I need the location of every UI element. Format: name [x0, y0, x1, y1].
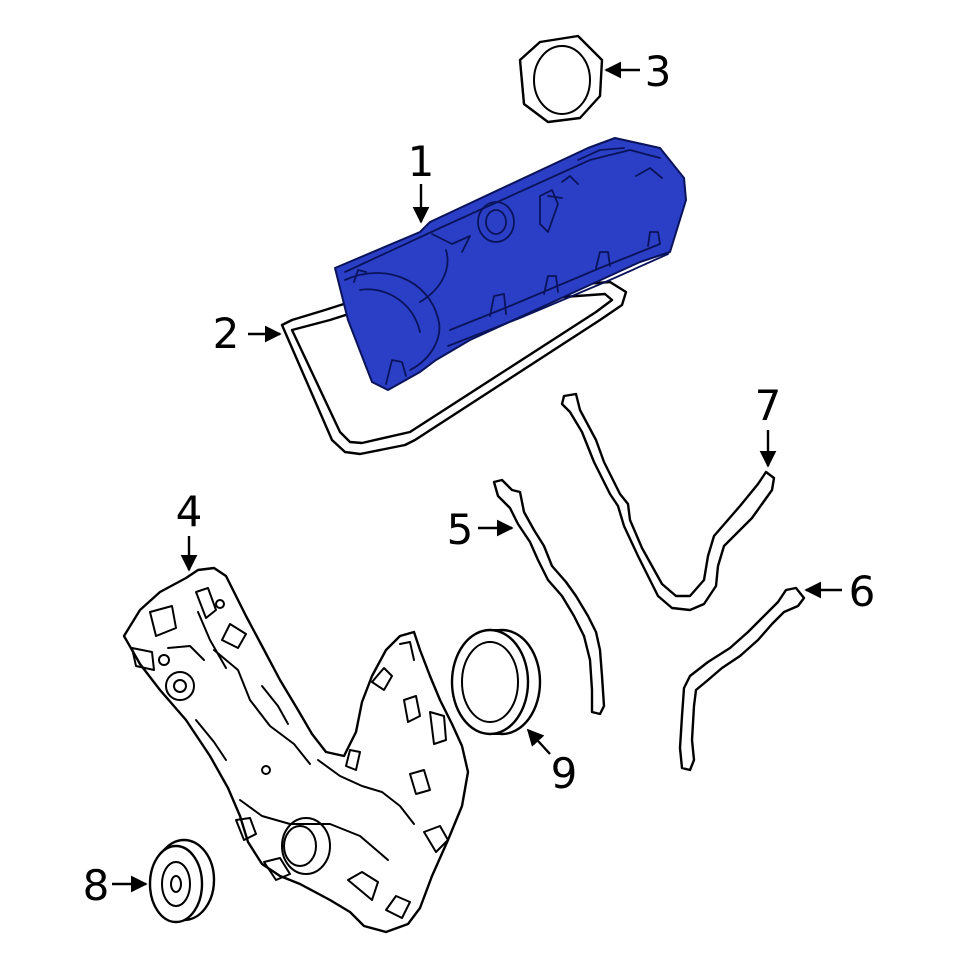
callout-8[interactable]: 8 — [83, 861, 110, 910]
crankshaft-pulley[interactable] — [148, 838, 216, 924]
callout-7[interactable]: 7 — [755, 381, 782, 430]
crankshaft-front-seal[interactable] — [450, 628, 542, 736]
callout-1[interactable]: 1 — [408, 137, 435, 186]
callout-5[interactable]: 5 — [447, 505, 474, 554]
valve-cover[interactable] — [334, 137, 687, 391]
callout-3[interactable]: 3 — [645, 47, 672, 96]
timing-cover[interactable] — [122, 566, 470, 934]
valve-cover-body — [334, 137, 687, 391]
callout-4[interactable]: 4 — [176, 487, 203, 536]
callout-labels: 1 2 3 4 5 6 7 8 9 — [83, 47, 876, 910]
leader-9 — [526, 728, 551, 755]
front-cover-gasket-right[interactable] — [678, 586, 806, 772]
callout-9[interactable]: 9 — [551, 749, 578, 798]
leader-arrows — [112, 61, 842, 893]
callout-6[interactable]: 6 — [849, 567, 876, 616]
front-cover-gasket-left[interactable] — [492, 478, 606, 716]
oil-filler-cap[interactable] — [518, 34, 604, 124]
callout-2[interactable]: 2 — [213, 309, 240, 358]
front-cover-gasket-upper[interactable] — [560, 392, 776, 612]
